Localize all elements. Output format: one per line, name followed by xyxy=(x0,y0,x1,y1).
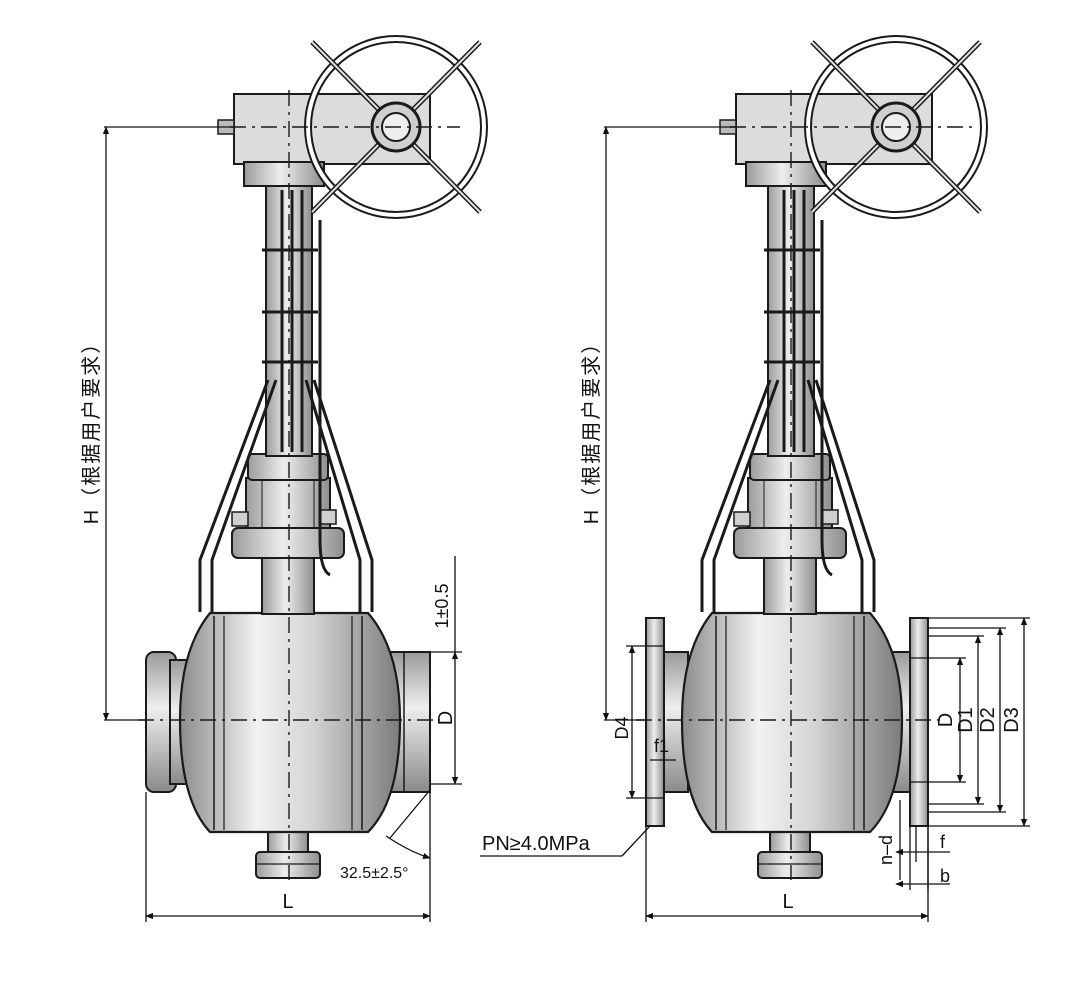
right-sealant-pipes xyxy=(700,220,876,612)
right-d4-label: D4 xyxy=(612,716,632,739)
right-valve-body xyxy=(680,611,904,834)
left-bevel-label: 32.5±2.5° xyxy=(340,865,409,882)
pressure-note: PN≥4.0MPa xyxy=(482,833,591,855)
right-b-label: b xyxy=(940,866,950,886)
right-extension-stem xyxy=(764,185,820,457)
left-height-label: H（根据用户要求） xyxy=(80,332,103,524)
right-valve-view: H（根据用户要求） D D1 D2 D3 D4 f1 f b n–d L PN≥… xyxy=(480,35,1030,922)
right-d1-label: D1 xyxy=(955,707,977,733)
left-bonnet xyxy=(231,453,345,615)
left-bottom-stub xyxy=(255,829,321,879)
right-d3-label: D3 xyxy=(1001,707,1023,733)
right-bore-label: D xyxy=(935,713,957,727)
left-dimensions xyxy=(102,126,462,922)
right-bottom-stub xyxy=(757,829,823,879)
left-length-label: L xyxy=(282,891,293,913)
left-tolerance-label: 1±0.5 xyxy=(432,584,452,629)
right-length-label: L xyxy=(782,891,793,913)
right-f1-label: f1 xyxy=(654,736,669,756)
left-bore-label: D xyxy=(435,711,457,725)
right-d2-label: D2 xyxy=(977,707,999,733)
right-center-lines xyxy=(636,90,975,880)
right-f-label: f xyxy=(940,832,946,852)
left-sealant-pipes xyxy=(198,220,374,612)
right-dimensions xyxy=(480,126,1030,922)
left-valve-view: H（根据用户要求） 1±0.5 D L 32.5±2.5° xyxy=(80,35,488,922)
left-extension-stem xyxy=(262,185,318,457)
right-bonnet xyxy=(733,453,847,615)
left-center-lines xyxy=(138,90,460,880)
right-height-label: H（根据用户要求） xyxy=(580,332,603,524)
right-bolts-label: n–d xyxy=(876,835,896,865)
left-valve-body xyxy=(178,611,402,834)
